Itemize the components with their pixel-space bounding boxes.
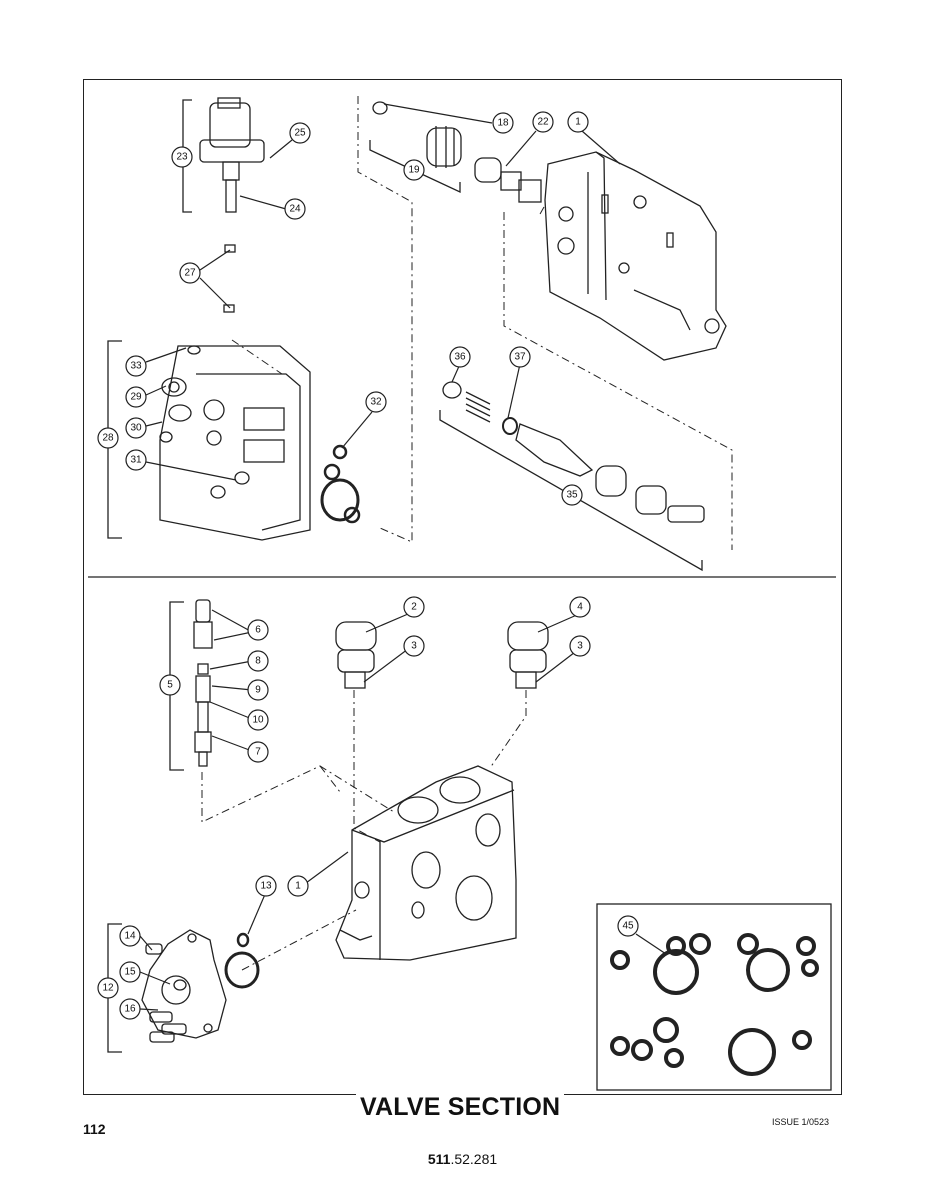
solenoid-part: [199, 97, 265, 213]
callout-7: 7: [247, 741, 269, 763]
spool-assembly-bottom: [442, 381, 705, 523]
callout-28: 28: [97, 427, 119, 449]
callout-6: 6: [247, 619, 269, 641]
svg-text:6: 6: [255, 625, 261, 636]
callout-16: 16: [119, 998, 141, 1020]
callout-36: 36: [449, 346, 471, 368]
pin-part: [223, 304, 235, 313]
callouts: 18 22 1 19 25 23 24 27 33 29 30 28 31 32…: [97, 111, 639, 1020]
callout-1-top: 1: [567, 111, 589, 133]
relief-plug-part: [507, 621, 549, 689]
callout-9: 9: [247, 679, 269, 701]
svg-text:31: 31: [130, 455, 142, 466]
callout-2: 2: [403, 596, 425, 618]
svg-text:14: 14: [124, 931, 136, 942]
svg-text:19: 19: [408, 165, 420, 176]
svg-text:8: 8: [255, 656, 261, 667]
callout-18: 19: [403, 159, 425, 181]
callout-25: 25: [289, 122, 311, 144]
callout-15: 15: [119, 961, 141, 983]
document-number-suffix: .52.281: [450, 1151, 498, 1167]
svg-text:36: 36: [454, 352, 466, 363]
svg-text:1: 1: [295, 881, 301, 892]
callout-8: 8: [247, 650, 269, 672]
callout-45: 45: [617, 915, 639, 937]
page-number: 112: [83, 1121, 106, 1137]
callout-10: 10: [247, 709, 269, 731]
section-title: VALVE SECTION: [356, 1093, 565, 1122]
svg-text:2: 2: [411, 602, 417, 613]
callout-13: 13: [255, 875, 277, 897]
svg-text:27: 27: [184, 268, 196, 279]
callout-32: 32: [365, 391, 387, 413]
o-ring-large: [224, 951, 260, 989]
svg-text:7: 7: [255, 747, 261, 758]
check-valve-stack-part: [193, 599, 213, 767]
svg-text:29: 29: [130, 392, 142, 403]
svg-text:3: 3: [577, 641, 583, 652]
svg-text:32: 32: [370, 397, 382, 408]
seal-kit-rings: [610, 933, 819, 1076]
callout-37: 37: [509, 346, 531, 368]
callout-12: 12: [97, 977, 119, 999]
svg-text:37: 37: [514, 352, 526, 363]
callout-27: 27: [179, 262, 201, 284]
svg-text:23: 23: [176, 152, 188, 163]
svg-text:24: 24: [289, 204, 301, 215]
svg-text:18: 18: [497, 118, 509, 129]
callout-3-right: 3: [569, 635, 591, 657]
svg-text:1: 1: [575, 117, 581, 128]
callout-3-left: 3: [403, 635, 425, 657]
callout-14: 14: [119, 925, 141, 947]
svg-text:30: 30: [130, 423, 142, 434]
relief-plug-part: [335, 621, 377, 689]
seal-kit-box: [596, 903, 832, 1091]
svg-text:5: 5: [167, 680, 173, 691]
callout-19: 18: [492, 112, 514, 134]
svg-text:16: 16: [124, 1004, 136, 1015]
callout-23: 23: [171, 146, 193, 168]
o-ring-set-32: [320, 444, 361, 524]
svg-text:4: 4: [577, 602, 583, 613]
svg-text:28: 28: [102, 433, 114, 444]
svg-text:9: 9: [255, 685, 261, 696]
callout-22: 22: [532, 111, 554, 133]
valve-body-lower-part: [335, 765, 517, 961]
callout-35: 35: [561, 484, 583, 506]
callout-1-lower: 1: [287, 875, 309, 897]
o-ring-small: [236, 932, 250, 948]
svg-text:25: 25: [294, 128, 306, 139]
callout-5: 5: [159, 674, 181, 696]
document-number-prefix: 511: [427, 1151, 451, 1167]
svg-text:33: 33: [130, 361, 142, 372]
pin-part: [224, 244, 236, 253]
callout-30: 30: [125, 417, 147, 439]
svg-text:35: 35: [566, 490, 578, 501]
svg-text:12: 12: [102, 983, 114, 994]
document-number: 511.52.281: [0, 1151, 925, 1167]
spool-assembly-top: [372, 101, 542, 203]
valve-body-top-part: [544, 151, 727, 361]
svg-text:3: 3: [411, 641, 417, 652]
svg-text:13: 13: [260, 881, 272, 892]
svg-text:45: 45: [622, 921, 634, 932]
callout-33: 33: [125, 355, 147, 377]
svg-text:22: 22: [537, 117, 549, 128]
cover-block-part: [159, 345, 311, 541]
svg-text:10: 10: [252, 715, 264, 726]
callout-29: 29: [125, 386, 147, 408]
callout-24: 24: [284, 198, 306, 220]
issue-label: ISSUE 1/0523: [772, 1117, 830, 1127]
callout-31: 31: [125, 449, 147, 471]
svg-text:15: 15: [124, 967, 136, 978]
end-cap-part: [141, 929, 227, 1043]
callout-4: 4: [569, 596, 591, 618]
